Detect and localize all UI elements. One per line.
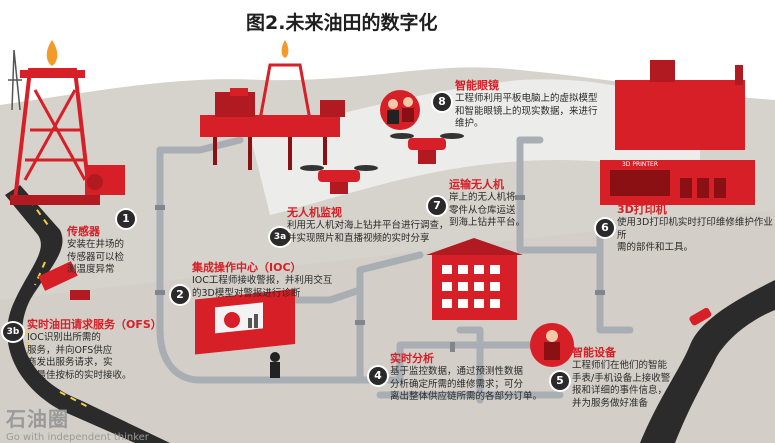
sea-area	[250, 79, 700, 215]
drone-surveillance-heading: 无人机监视	[287, 206, 342, 219]
step-badge-1: 1	[117, 210, 135, 228]
watermark: 石油圈 Go with independent thinker	[6, 403, 149, 443]
drone-surveillance-body: 利用无人机对海上钻井平台进行调查， 并实现照片和直播视频的实时分享	[287, 220, 449, 244]
factory-3d-printer: 3D PRINTER	[600, 60, 755, 205]
section-smart-glasses: 智能眼镜 工程师利用平板电脑上的虚拟模型 和智能眼镜上的现实数据，来进行 维护。	[455, 79, 645, 131]
delivery-drone-body: 岸上的无人机将 零件从仓库运送 到海上钻井平台。	[449, 192, 526, 228]
step-badge-7: 7	[428, 197, 446, 215]
oil-derrick	[10, 40, 125, 205]
sensor-body: 安装在井场的 传感器可以检 测温度异常	[67, 239, 125, 275]
printer-body: 使用3D打印机实时打印维修维护作业所 需的部件和工具。	[617, 217, 773, 253]
ioc-control-room	[195, 288, 295, 378]
step-badge-6: 6	[596, 219, 614, 237]
offshore-platform	[200, 40, 345, 170]
service-truck	[38, 261, 90, 300]
pipe-network	[156, 136, 634, 404]
section-delivery-drone: 运输无人机 岸上的无人机将 零件从仓库运送 到海上钻井平台。	[449, 178, 539, 230]
analytics-body: 基于监控数据，通过预测性数据 分析确定所需的维修需求；可分 离出整体供应链所需的…	[390, 366, 543, 402]
step-badge-3b: 3b	[3, 323, 23, 341]
smart-devices-body: 工程师们在他们的智能 手表/手机设备上接收警 报和详细的事件信息， 并为服务做好…	[572, 360, 671, 409]
printer-heading: 3D打印机	[617, 203, 667, 216]
page-title: 图2.未来油田的数字化	[246, 12, 438, 34]
step-badge-8: 8	[433, 93, 451, 111]
section-smart-devices: 智能设备 工程师们在他们的智能 手表/手机设备上接收警 报和详细的事件信息， 并…	[572, 346, 697, 410]
delivery-drone	[390, 133, 464, 164]
road-left	[5, 185, 170, 443]
step-badge-5: 5	[551, 372, 569, 390]
step-badge-3a: 3a	[270, 228, 290, 246]
smart-devices-heading: 智能设备	[572, 346, 616, 359]
ofs-heading: 实时油田请求服务（OFS）	[27, 318, 162, 331]
watermark-tagline: Go with independent thinker	[6, 432, 149, 443]
delivery-drone-heading: 运输无人机	[449, 178, 504, 191]
analytics-heading: 实时分析	[390, 352, 434, 365]
ofs-body: IOC识别出所需的 服务，并向OFS供应 商发出服务请求，实 现最佳按标的实时接…	[27, 332, 132, 381]
section-sensor: 传感器 安装在井场的 传感器可以检 测温度异常	[67, 225, 162, 277]
smart-glasses-body: 工程师利用平板电脑上的虚拟模型 和智能眼镜上的现实数据，来进行 维护。	[455, 93, 598, 129]
section-3d-printer: 3D打印机 使用3D打印机实时打印维修维护作业所 需的部件和工具。	[617, 203, 775, 255]
surveillance-drone	[300, 165, 378, 194]
sensor-heading: 传感器	[67, 225, 100, 238]
ioc-heading: 集成操作中心（IOC）	[192, 261, 302, 274]
step-badge-2: 2	[171, 286, 189, 304]
engineer-smart-device	[530, 323, 574, 367]
analytics-building	[426, 238, 523, 320]
printer-sign: 3D PRINTER	[622, 161, 658, 168]
ioc-body: IOC工程师接收警报，并利用交互 的3D模型对警报进行诊断	[192, 275, 333, 299]
engineers-smart-glasses	[380, 90, 420, 130]
section-ioc: 集成操作中心（IOC） IOC工程师接收警报，并利用交互 的3D模型对警报进行诊…	[192, 261, 392, 300]
smart-glasses-heading: 智能眼镜	[455, 79, 499, 92]
step-badge-4: 4	[369, 367, 387, 385]
section-ofs: 实时油田请求服务（OFS） IOC识别出所需的 服务，并向OFS供应 商发出服务…	[27, 318, 167, 382]
road-right	[640, 280, 775, 443]
watermark-brand: 石油圈	[6, 407, 69, 431]
section-drone-surveillance: 无人机监视 利用无人机对海上钻井平台进行调查， 并实现照片和直播视频的实时分享	[287, 206, 482, 245]
section-analytics: 实时分析 基于监控数据，通过预测性数据 分析确定所需的维修需求；可分 离出整体供…	[390, 352, 555, 404]
